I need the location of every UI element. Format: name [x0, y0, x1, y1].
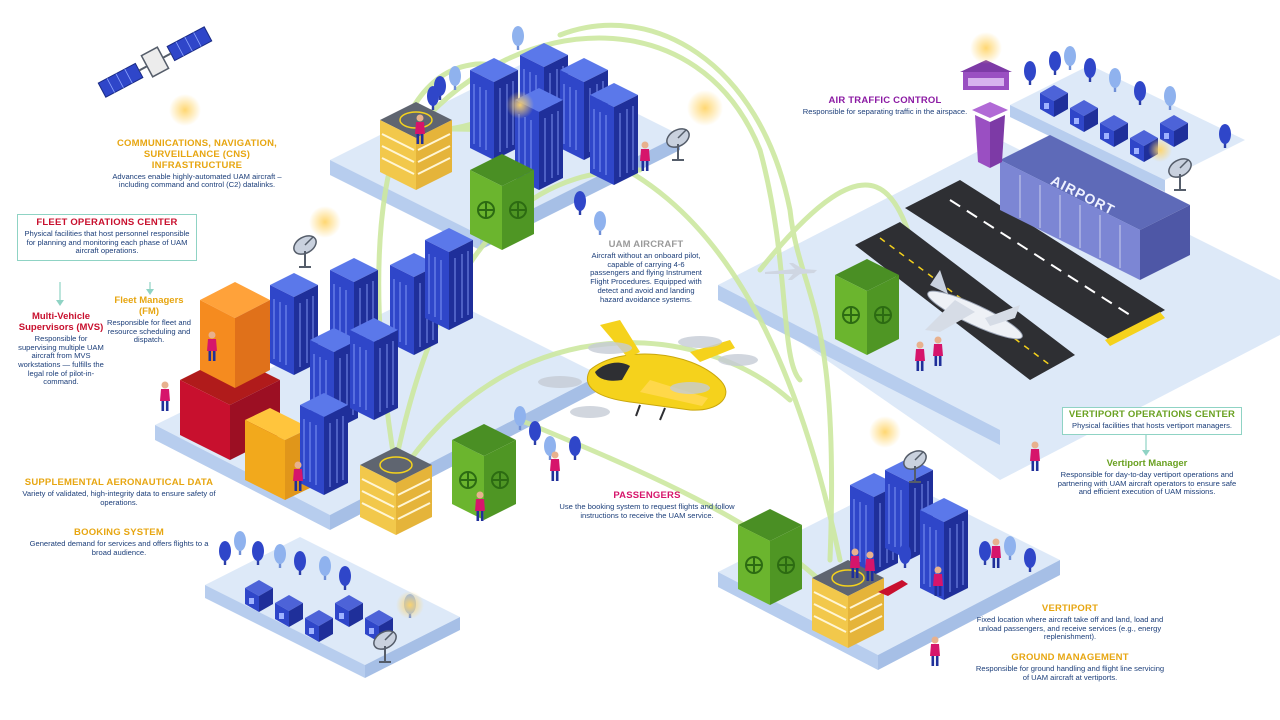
fleet-managers-label: Fleet Managers (FM) Responsible for flee…: [107, 295, 192, 345]
vertiport-manager-description: Responsible for day-to-day vertiport ope…: [1057, 469, 1237, 497]
atc-description: Responsible for separating traffic in th…: [802, 106, 968, 116]
mvs-label: Multi-Vehicle Supervisors (MVS) Responsi…: [15, 311, 107, 387]
houses-platform-right: [1010, 65, 1245, 192]
booking-system-title: BOOKING SYSTEM: [74, 527, 164, 538]
mvs-description: Responsible for supervising multiple UAM…: [18, 333, 104, 387]
fleet-operations-center-title: FLEET OPERATIONS CENTER: [36, 217, 178, 228]
uam-aircraft-description: Aircraft without an onboard pilot, capab…: [590, 250, 702, 304]
airport-area: [765, 32, 1196, 471]
fleet-operations-center-building: [200, 282, 270, 388]
ground-management-title: GROUND MANAGEMENT: [1011, 652, 1129, 663]
uam-aircraft-title: UAM AIRCRAFT: [608, 239, 684, 250]
satellite-icon: [97, 26, 213, 126]
control-tower-icon: [960, 32, 1012, 168]
vertiport-operations-center-title: VERTIPORT OPERATIONS CENTER: [1068, 409, 1236, 420]
fleet-managers-title: Fleet Managers (FM): [114, 295, 184, 317]
small-aircraft-on-pad-icon: [878, 580, 908, 596]
atc-title: AIR TRAFFIC CONTROL: [828, 95, 942, 106]
mvs-title: Multi-Vehicle Supervisors (MVS): [18, 311, 104, 333]
passengers-label: PASSENGERS Use the booking system to req…: [558, 490, 736, 520]
supplemental-aeronautical-data-title: SUPPLEMENTAL AERONAUTICAL DATA: [24, 477, 214, 488]
vertiport-label: VERTIPORT Fixed location where aircraft …: [975, 603, 1165, 642]
supplemental-aeronautical-data-description: Variety of validated, high-integrity dat…: [22, 488, 216, 507]
ground-management-label: GROUND MANAGEMENT Responsible for ground…: [975, 652, 1165, 682]
passengers-description: Use the booking system to request flight…: [559, 501, 735, 520]
cns-title: COMMUNICATIONS, NAVIGATION, SURVEILLANCE…: [116, 138, 278, 171]
fleet-managers-description: Responsible for fleet and resource sched…: [107, 317, 192, 345]
vertiport-buildings: [737, 416, 1036, 666]
runway: [905, 180, 1165, 346]
houses-right: [1024, 46, 1231, 162]
booking-system-label: BOOKING SYSTEM Generated demand for serv…: [20, 527, 218, 557]
airport-terminal-building: [1000, 135, 1190, 280]
vertiport-manager-label: Vertiport Manager Responsible for day-to…: [1054, 458, 1240, 497]
cns-label: COMMUNICATIONS, NAVIGATION, SURVEILLANCE…: [98, 138, 296, 190]
ground-management-description: Responsible for ground handling and flig…: [975, 663, 1165, 682]
fleet-operations-center-description: Physical facilities that host personnel …: [24, 228, 190, 256]
vertiport-description: Fixed location where aircraft take off a…: [976, 614, 1164, 642]
booking-houses: [219, 531, 424, 663]
top-city-buildings: [379, 26, 723, 251]
uam-aircraft-label: UAM AIRCRAFT Aircraft without an onboard…: [590, 239, 702, 304]
booking-system-description: Generated demand for services and offers…: [29, 538, 209, 557]
airliner-icon: [925, 270, 1023, 340]
passengers-title: PASSENGERS: [613, 490, 681, 501]
small-plane-icon: [765, 263, 817, 280]
fleet-operations-center-label: FLEET OPERATIONS CENTER Physical facilit…: [17, 214, 197, 262]
uam-aircraft-icon: [538, 320, 758, 421]
cns-description: Advances enable highly-automated UAM air…: [112, 171, 282, 190]
vertiport-operations-center-description: Physical facilities that hosts vertiport…: [1072, 420, 1232, 430]
vertiport-title: VERTIPORT: [1041, 603, 1099, 614]
main-city-buildings: [160, 206, 581, 536]
supplemental-aeronautical-data-label: SUPPLEMENTAL AERONAUTICAL DATA Variety o…: [20, 477, 218, 507]
vertiport-operations-center-label: VERTIPORT OPERATIONS CENTER Physical fac…: [1062, 407, 1242, 435]
atc-label: AIR TRAFFIC CONTROL Responsible for sepa…: [790, 95, 980, 117]
vertiport-manager-title: Vertiport Manager: [1106, 458, 1188, 469]
